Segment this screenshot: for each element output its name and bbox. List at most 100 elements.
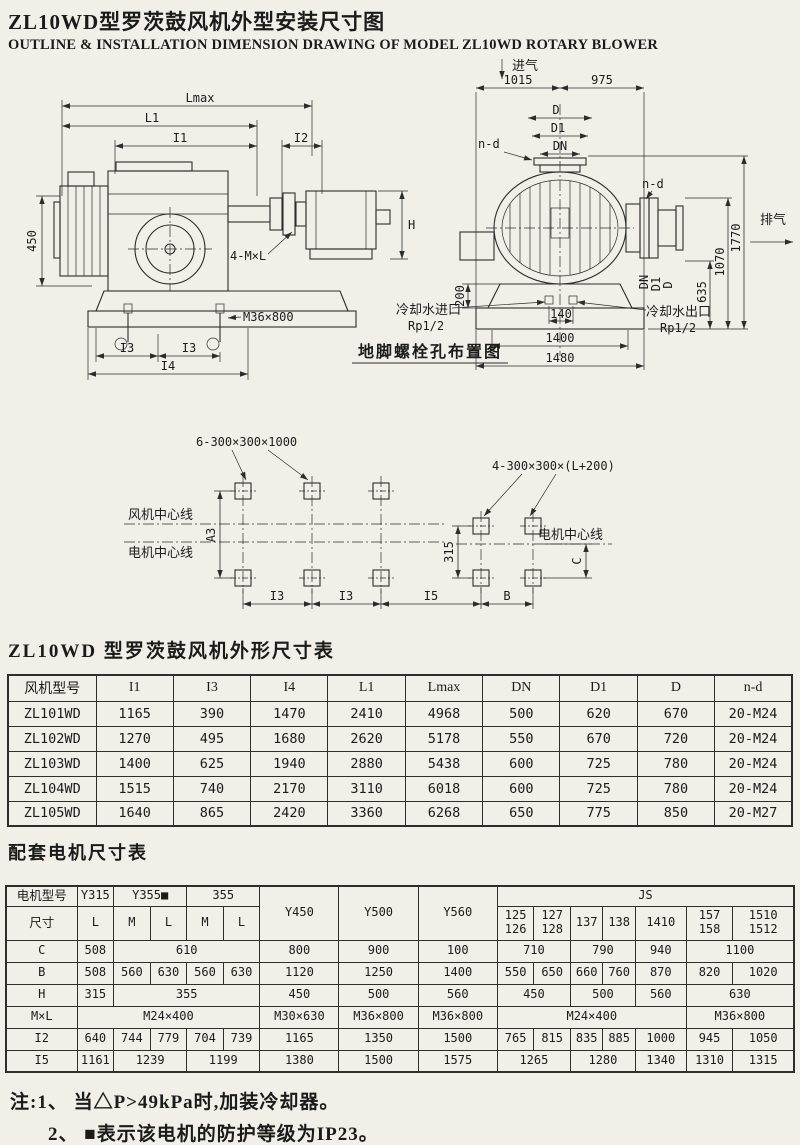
motor-dimension-table: 电机型号 Y315 Y355■ 355 Y450 Y500 Y560 JS 尺寸… xyxy=(5,885,795,1073)
t2-header-cell: Y315 xyxy=(76,885,115,907)
cooling-water-inlet-label: 冷却水进口 xyxy=(396,302,461,317)
t2-cell: 1500 xyxy=(338,1049,419,1073)
t2-row: C 508 610 800 900 100 710 790 940 1100 xyxy=(5,939,795,963)
dim-1400: 1400 xyxy=(546,331,575,345)
t2-cell: M36×800 xyxy=(417,1005,498,1029)
t2-cell: 508 xyxy=(76,961,115,985)
t1-cell: 1165 xyxy=(95,700,174,727)
t1-cell: 2410 xyxy=(327,700,406,727)
dim-h: H xyxy=(408,218,415,232)
dim-l1: L1 xyxy=(145,111,159,125)
t2-row: H 315 355 450 500 560 450 500 560 630 xyxy=(5,983,795,1007)
cooling-water-outlet-label: 冷却水出口 xyxy=(646,304,711,319)
t1-cell: 2880 xyxy=(327,750,406,777)
t2-cell: 815 xyxy=(533,1027,571,1051)
t2-row-label: H xyxy=(5,983,78,1007)
t1-cell: 1680 xyxy=(250,725,329,752)
t1-cell: 670 xyxy=(636,700,716,727)
t2-cell: 835 xyxy=(569,1027,604,1051)
t2-row-label: M×L xyxy=(5,1005,78,1029)
dim-975: 975 xyxy=(591,73,613,87)
dim-i4: I4 xyxy=(161,359,175,373)
t2-cell: 790 xyxy=(569,939,636,963)
t2-cell: 1575 xyxy=(417,1049,498,1073)
t2-cell: 630 xyxy=(222,961,261,985)
t1-cell: 20-M24 xyxy=(714,725,793,752)
t1-cell: 6268 xyxy=(404,800,484,827)
t2-cell: 739 xyxy=(222,1027,261,1051)
t2-cell: 560 xyxy=(634,983,687,1007)
note-line-2: 2、 ■表示该电机的防护等级为IP23。 xyxy=(48,1124,379,1145)
t2-header-cell: 355 xyxy=(186,885,261,907)
t1-cell: 4968 xyxy=(404,700,484,727)
t2-cell: 945 xyxy=(685,1027,734,1051)
dim-315: 315 xyxy=(442,541,456,563)
t1-cell: 620 xyxy=(559,700,638,727)
t2-cell: 610 xyxy=(113,939,261,963)
gearbox-housing-shape xyxy=(107,161,229,292)
t2-cell: 1280 xyxy=(569,1049,636,1073)
t2-cell: M24×400 xyxy=(76,1005,261,1029)
t2-header-cell: 125 126 xyxy=(496,905,535,941)
t2-cell: 885 xyxy=(602,1027,636,1051)
note-line-1: 注:1、 当△P>49kPa时,加装冷却器。 xyxy=(10,1092,340,1113)
t2-cell: 1350 xyxy=(338,1027,419,1051)
t1-cell: ZL104WD xyxy=(7,775,97,802)
shaft-coupling-shape xyxy=(227,192,307,236)
t2-cell: 450 xyxy=(496,983,571,1007)
page-title: ZL10WD型罗茨鼓风机外型安装尺寸图 xyxy=(8,10,386,34)
t1-cell: 725 xyxy=(559,775,638,802)
t1-cell: 625 xyxy=(172,750,252,777)
t2-row: B 508 560 630 560 630 1120 1250 1400 550… xyxy=(5,961,795,985)
t2-header-cell: L xyxy=(222,905,261,941)
dim-b: B xyxy=(503,589,510,603)
t1-cell: 20-M24 xyxy=(714,775,793,802)
t2-row: I5 1161 1239 1199 1380 1500 1575 1265 12… xyxy=(5,1049,795,1073)
t1-cell: 20-M24 xyxy=(714,750,793,777)
t2-cell: 800 xyxy=(259,939,340,963)
t2-header-row-2: 尺寸 L M L M L 125 126 127 128 137 138 141… xyxy=(5,905,795,941)
t1-cell: 3360 xyxy=(327,800,406,827)
t2-header-cell: 1410 xyxy=(634,905,687,941)
t2-cell: 630 xyxy=(149,961,188,985)
foundation-title: 地脚螺栓孔布置图 xyxy=(358,342,502,361)
t2-header-cell: L xyxy=(76,905,115,941)
t2-cell: M24×400 xyxy=(496,1005,687,1029)
side-view-drawing: Lmax L1 I1 I2 xyxy=(25,91,415,380)
t2-header-cell: 1510 1512 xyxy=(732,905,795,941)
t2-cell: 1161 xyxy=(76,1049,115,1073)
t1-cell: 600 xyxy=(482,775,561,802)
t2-cell: 940 xyxy=(634,939,687,963)
cooling-water-inlet-spec: Rp1/2 xyxy=(408,319,444,333)
t1-header-cell: 风机型号 xyxy=(7,674,97,702)
t2-cell: 500 xyxy=(338,983,419,1007)
t2-cell: M36×800 xyxy=(685,1005,795,1029)
t2-cell: 660 xyxy=(569,961,604,985)
t1-cell: 740 xyxy=(172,775,252,802)
coupling-bolt-label: 4-M×L xyxy=(230,249,266,263)
six-holes-label: 6-300×300×1000 xyxy=(196,435,297,449)
t1-cell: 1515 xyxy=(95,775,174,802)
t1-cell: 775 xyxy=(559,800,638,827)
dim-i3-a: I3 xyxy=(120,341,134,355)
cooling-water-outlet-spec: Rp1/2 xyxy=(660,321,696,335)
t1-cell: 720 xyxy=(636,725,716,752)
t1-cell: 850 xyxy=(636,800,716,827)
t2-cell: 1165 xyxy=(259,1027,340,1051)
blower-bolt-holes xyxy=(230,476,394,593)
t1-header-cell: I4 xyxy=(250,674,329,702)
dim-i3-b: I3 xyxy=(182,341,196,355)
t2-cell: 704 xyxy=(186,1027,224,1051)
inlet-label: 进气 xyxy=(512,58,538,73)
t2-row-label: I2 xyxy=(5,1027,78,1051)
page-subtitle-en: OUTLINE & INSTALLATION DIMENSION DRAWING… xyxy=(8,37,659,53)
t1-cell: 780 xyxy=(636,775,716,802)
t2-row-label: I5 xyxy=(5,1049,78,1073)
dim-d: D xyxy=(552,103,559,117)
t1-cell: 1270 xyxy=(95,725,174,752)
t1-cell: 1940 xyxy=(250,750,329,777)
t1-header-cell: D1 xyxy=(559,674,638,702)
t1-cell: 670 xyxy=(559,725,638,752)
t1-header-cell: I1 xyxy=(95,674,174,702)
